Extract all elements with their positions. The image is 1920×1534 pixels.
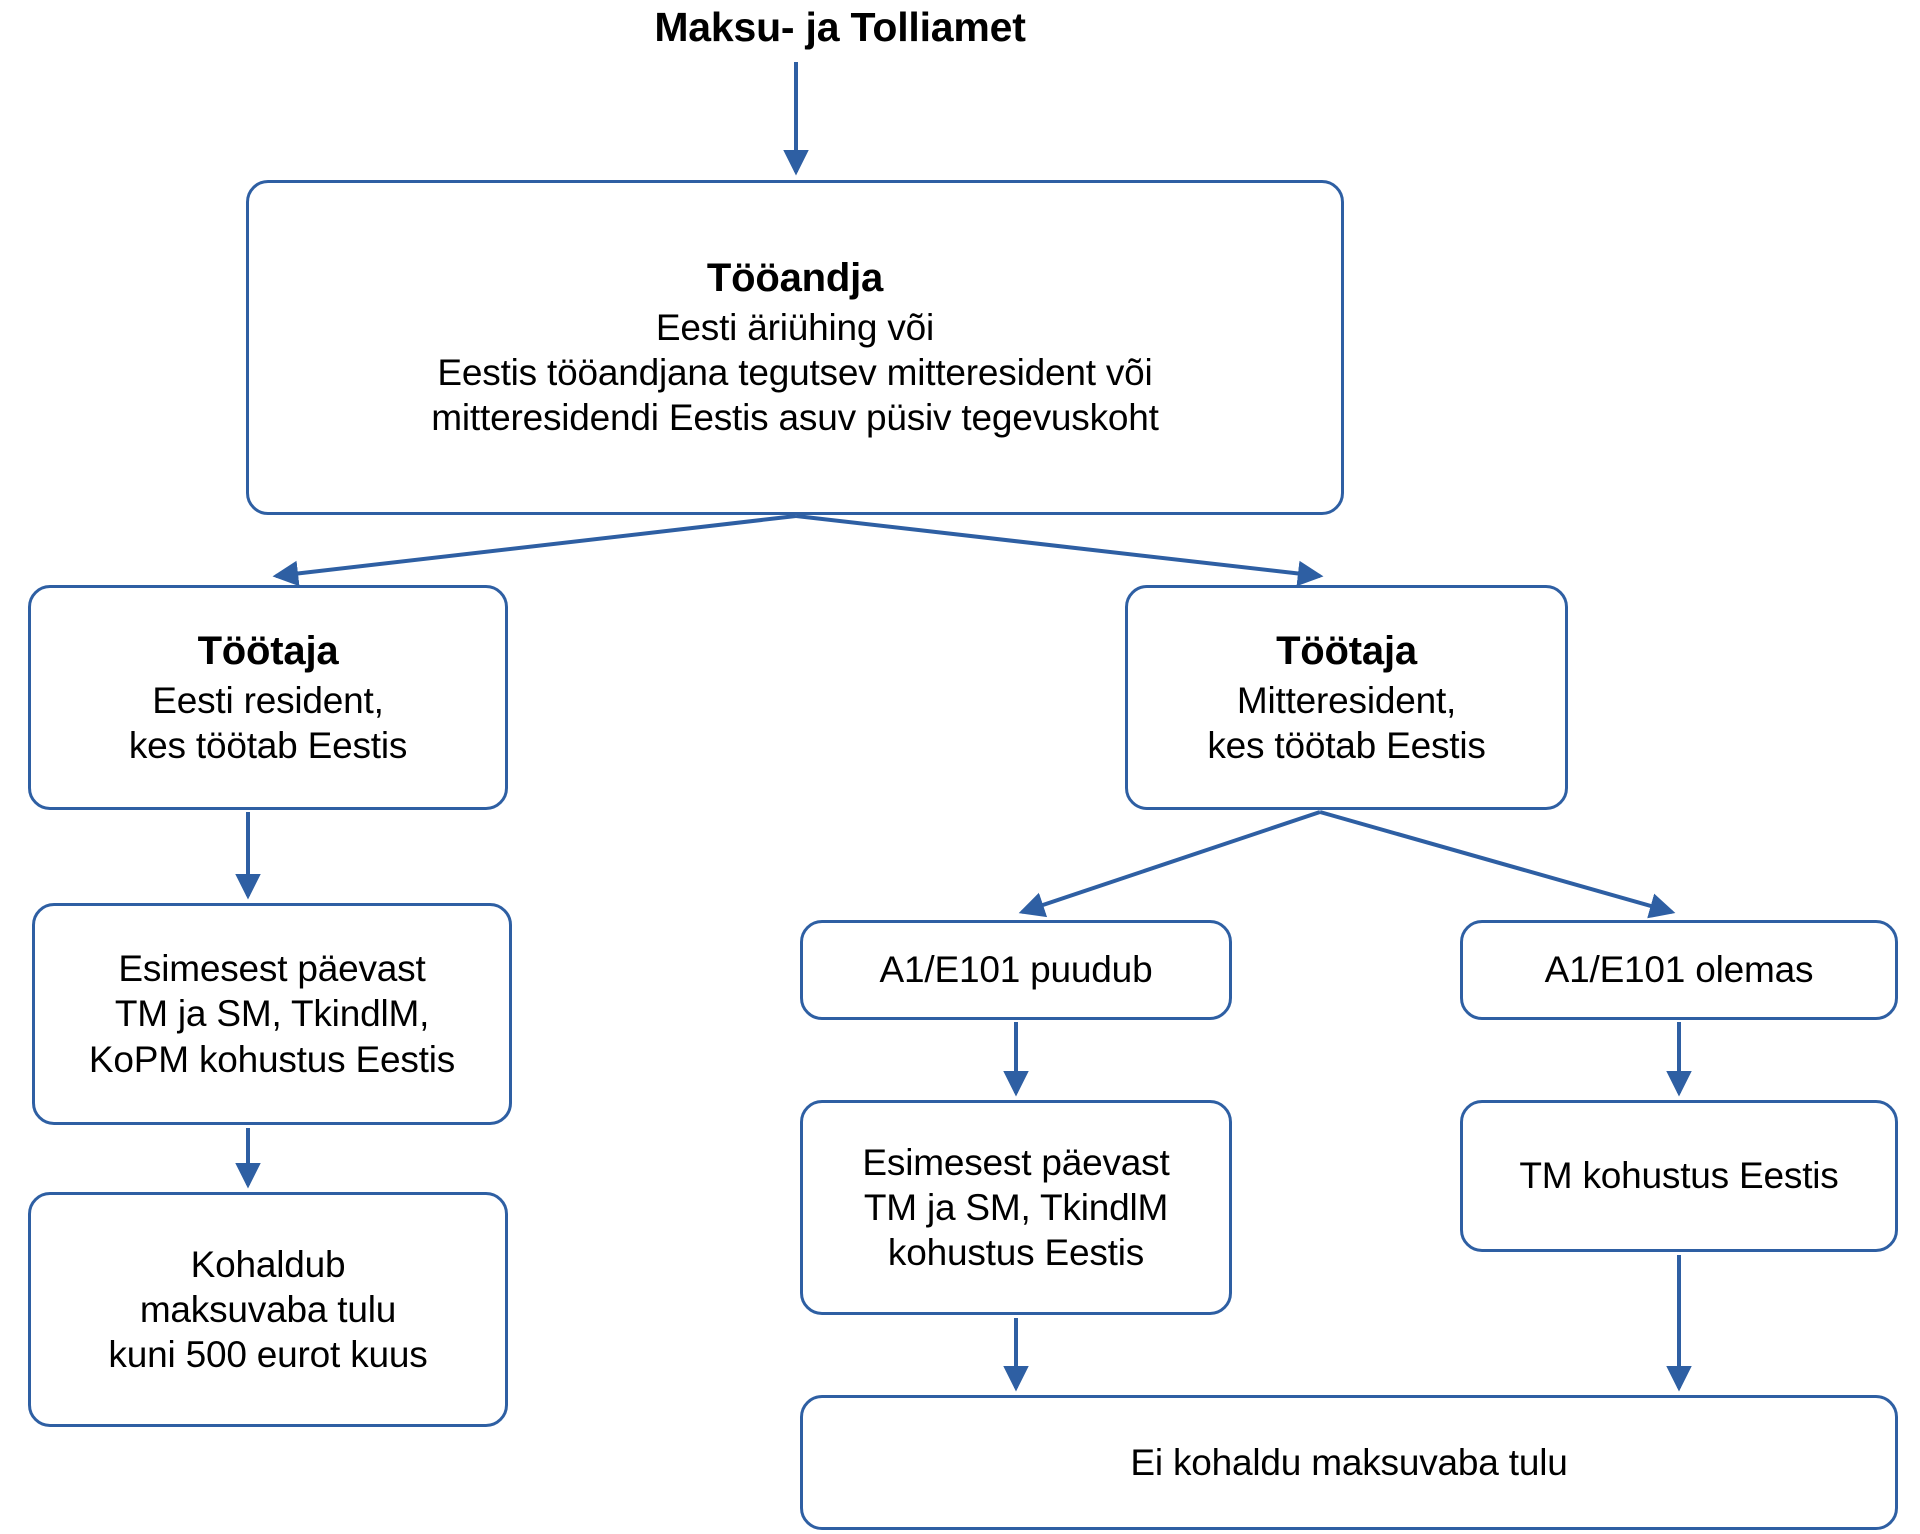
node-resident-employee-line-2: kes töötab Eestis xyxy=(128,724,408,766)
node-left-obligation-line-1: Esimesest päevast xyxy=(118,948,426,990)
node-a1-present-label: A1/E101 olemas xyxy=(1544,949,1814,991)
node-resident-employee[interactable]: Töötaja Eesti resident, kes töötab Eesti… xyxy=(28,585,508,810)
node-a1-missing-label: A1/E101 puudub xyxy=(879,949,1153,991)
node-nonresident-employee[interactable]: Töötaja Mitteresident, kes töötab Eestis xyxy=(1125,585,1568,810)
page-title: Maksu- ja Tolliamet xyxy=(654,4,1026,50)
node-nonresident-employee-title: Töötaja xyxy=(1276,628,1417,673)
node-right-obligation-label: TM kohustus Eestis xyxy=(1519,1155,1839,1197)
node-left-result-line-1: Kohaldub xyxy=(190,1243,346,1285)
node-employer[interactable]: Tööandja Eesti äriühing või Eestis tööan… xyxy=(246,180,1344,515)
node-left-obligation-line-3: KoPM kohustus Eestis xyxy=(88,1038,456,1080)
node-left-result[interactable]: Kohaldub maksuvaba tulu kuni 500 eurot k… xyxy=(28,1192,508,1427)
node-middle-obligation-line-1: Esimesest päevast xyxy=(862,1141,1170,1183)
node-middle-obligation[interactable]: Esimesest päevast TM ja SM, TkindlM kohu… xyxy=(800,1100,1232,1315)
node-nonresident-employee-line-1: Mitteresident, xyxy=(1236,679,1457,721)
edge-employer-to-nonresident xyxy=(795,514,1324,587)
node-left-result-line-2: maksuvaba tulu xyxy=(139,1288,397,1330)
node-resident-employee-line-1: Eesti resident, xyxy=(152,679,384,721)
node-employer-line-1: Eesti äriühing või xyxy=(655,307,935,349)
node-a1-missing[interactable]: A1/E101 puudub xyxy=(800,920,1232,1020)
edge-nonresident-to-a1-present xyxy=(1319,810,1676,919)
node-middle-obligation-line-2: TM ja SM, TkindlM xyxy=(863,1186,1169,1228)
node-left-obligation-line-2: TM ja SM, TkindlM, xyxy=(114,993,430,1035)
node-a1-present[interactable]: A1/E101 olemas xyxy=(1460,920,1898,1020)
node-right-obligation[interactable]: TM kohustus Eestis xyxy=(1460,1100,1898,1252)
node-resident-employee-title: Töötaja xyxy=(197,628,339,673)
node-left-obligation[interactable]: Esimesest päevast TM ja SM, TkindlM, KoP… xyxy=(32,903,512,1125)
node-employer-line-2: Eestis tööandjana tegutsev mitteresident… xyxy=(437,352,1153,394)
node-middle-obligation-line-3: kohustus Eestis xyxy=(887,1232,1145,1274)
node-left-result-line-3: kuni 500 eurot kuus xyxy=(108,1334,428,1376)
node-bottom-result-label: Ei kohaldu maksuvaba tulu xyxy=(1130,1441,1568,1483)
node-nonresident-employee-line-2: kes töötab Eestis xyxy=(1207,724,1486,766)
node-employer-line-3: mitteresidendi Eestis asuv püsiv tegevus… xyxy=(431,397,1159,439)
edge-nonresident-to-a1-missing xyxy=(1018,810,1321,918)
node-employer-title: Tööandja xyxy=(706,256,884,301)
edge-employer-to-resident xyxy=(272,514,797,587)
node-bottom-result[interactable]: Ei kohaldu maksuvaba tulu xyxy=(800,1395,1898,1530)
